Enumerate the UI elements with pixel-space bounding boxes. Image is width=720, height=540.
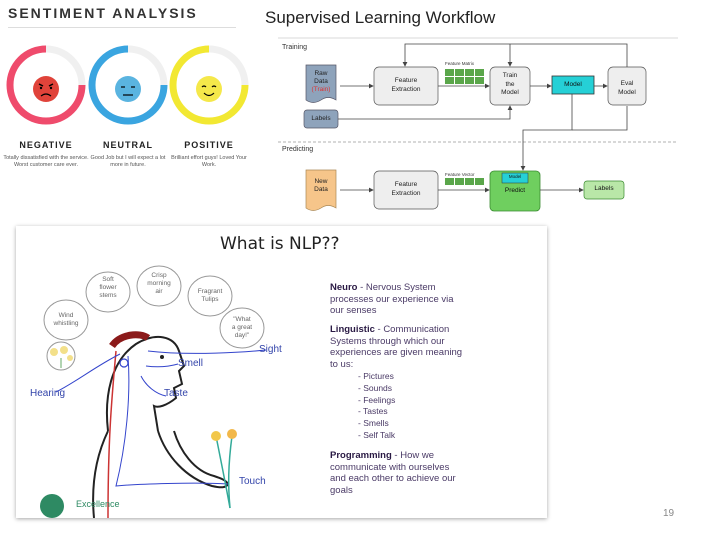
sense-hearing: Hearing bbox=[30, 388, 66, 399]
list-item: - Sounds bbox=[358, 382, 393, 393]
predicting-label: Predicting bbox=[282, 146, 314, 153]
model-box bbox=[551, 75, 595, 95]
senses-list: - Pictures - Sounds - Feelings - Tastes … bbox=[358, 371, 478, 442]
thought-bubble bbox=[219, 307, 265, 349]
predict-text: Predict bbox=[504, 187, 526, 194]
head-figure bbox=[55, 331, 267, 518]
nlp-illustration bbox=[40, 265, 267, 518]
thought-bubble bbox=[43, 299, 89, 341]
negative-caption: Totally dissatisfied with the service. W… bbox=[3, 155, 89, 168]
sense-taste: Taste bbox=[164, 388, 188, 399]
list-item: - Smells bbox=[358, 418, 389, 429]
neutral-caption: Good Job but I will expect a lot more in… bbox=[90, 155, 166, 168]
thought-bubble bbox=[187, 275, 233, 317]
raw-data-doc bbox=[305, 64, 337, 103]
sentiment-title: SENTIMENT ANALYSIS bbox=[8, 5, 198, 21]
workflow-title: Supervised Learning Workflow bbox=[265, 8, 496, 27]
predict-model-text: Model bbox=[508, 174, 522, 179]
list-item: - Pictures bbox=[358, 371, 394, 381]
neuro-block: Neuro - Nervous System processes our exp… bbox=[330, 282, 454, 316]
negative-card: NEGATIVE Totally dissatisfied with the s… bbox=[3, 45, 89, 168]
nlp-title: What is NLP?? bbox=[220, 234, 340, 254]
list-item: - Tastes bbox=[358, 406, 388, 417]
labels-out-text: Labels bbox=[594, 185, 614, 192]
new-data-doc bbox=[305, 169, 337, 211]
nlp-slide: What is NLP?? bbox=[16, 226, 547, 518]
predict-model-chip bbox=[501, 172, 529, 184]
negative-label: NEGATIVE bbox=[19, 140, 73, 150]
programming-block: Programming - How we communicate with ou… bbox=[330, 450, 456, 496]
training-label: Training bbox=[282, 44, 308, 51]
excellence-logo-text: Excellence bbox=[76, 499, 120, 509]
list-item: - Feelings bbox=[358, 394, 396, 405]
positive-caption: Brilliant effort guys! Loved Your Work. bbox=[171, 155, 247, 168]
sentiment-analysis-panel: SENTIMENT ANALYSIS NEGATIVE Totally diss… bbox=[0, 0, 249, 185]
divider bbox=[8, 27, 236, 28]
feature-vector-label: Feature Vector bbox=[445, 172, 475, 177]
neutral-face-icon bbox=[88, 45, 168, 125]
feature-matrix-label: Feature Matrix bbox=[445, 61, 475, 66]
happy-face-icon bbox=[169, 45, 249, 125]
angry-face-icon bbox=[6, 45, 86, 125]
page-number: 19 bbox=[663, 508, 675, 519]
sense-sight: Sight bbox=[259, 344, 282, 355]
thought-bubble bbox=[136, 265, 182, 307]
programming-head: Programming bbox=[330, 450, 392, 461]
model-text: Model bbox=[564, 81, 582, 88]
supervised-learning-panel: Supervised Learning Workflow bbox=[258, 0, 690, 220]
labels-out-box bbox=[583, 180, 625, 200]
thought-bubble bbox=[85, 271, 131, 313]
neuro-head: Neuro bbox=[330, 282, 358, 293]
labels-text: Labels bbox=[311, 115, 331, 122]
sense-touch: Touch bbox=[239, 476, 266, 487]
positive-card: POSITIVE Brilliant effort guys! Loved Yo… bbox=[169, 45, 249, 168]
workflow-diagram bbox=[278, 37, 678, 212]
sense-smell: Smell bbox=[178, 358, 204, 369]
feature-vector bbox=[445, 178, 484, 185]
neutral-card: NEUTRAL Good Job but I will expect a lot… bbox=[88, 45, 168, 168]
linguistic-block: Linguistic - Communication Systems throu… bbox=[330, 324, 463, 370]
positive-label: POSITIVE bbox=[184, 140, 234, 150]
feature-matrix bbox=[445, 69, 484, 84]
excellence-logo bbox=[40, 494, 64, 518]
linguistic-head: Linguistic bbox=[330, 324, 375, 335]
neutral-label: NEUTRAL bbox=[103, 140, 153, 150]
flower-icon bbox=[50, 346, 73, 368]
list-item: - Self Talk bbox=[358, 429, 396, 440]
tulip-icon bbox=[211, 429, 237, 509]
